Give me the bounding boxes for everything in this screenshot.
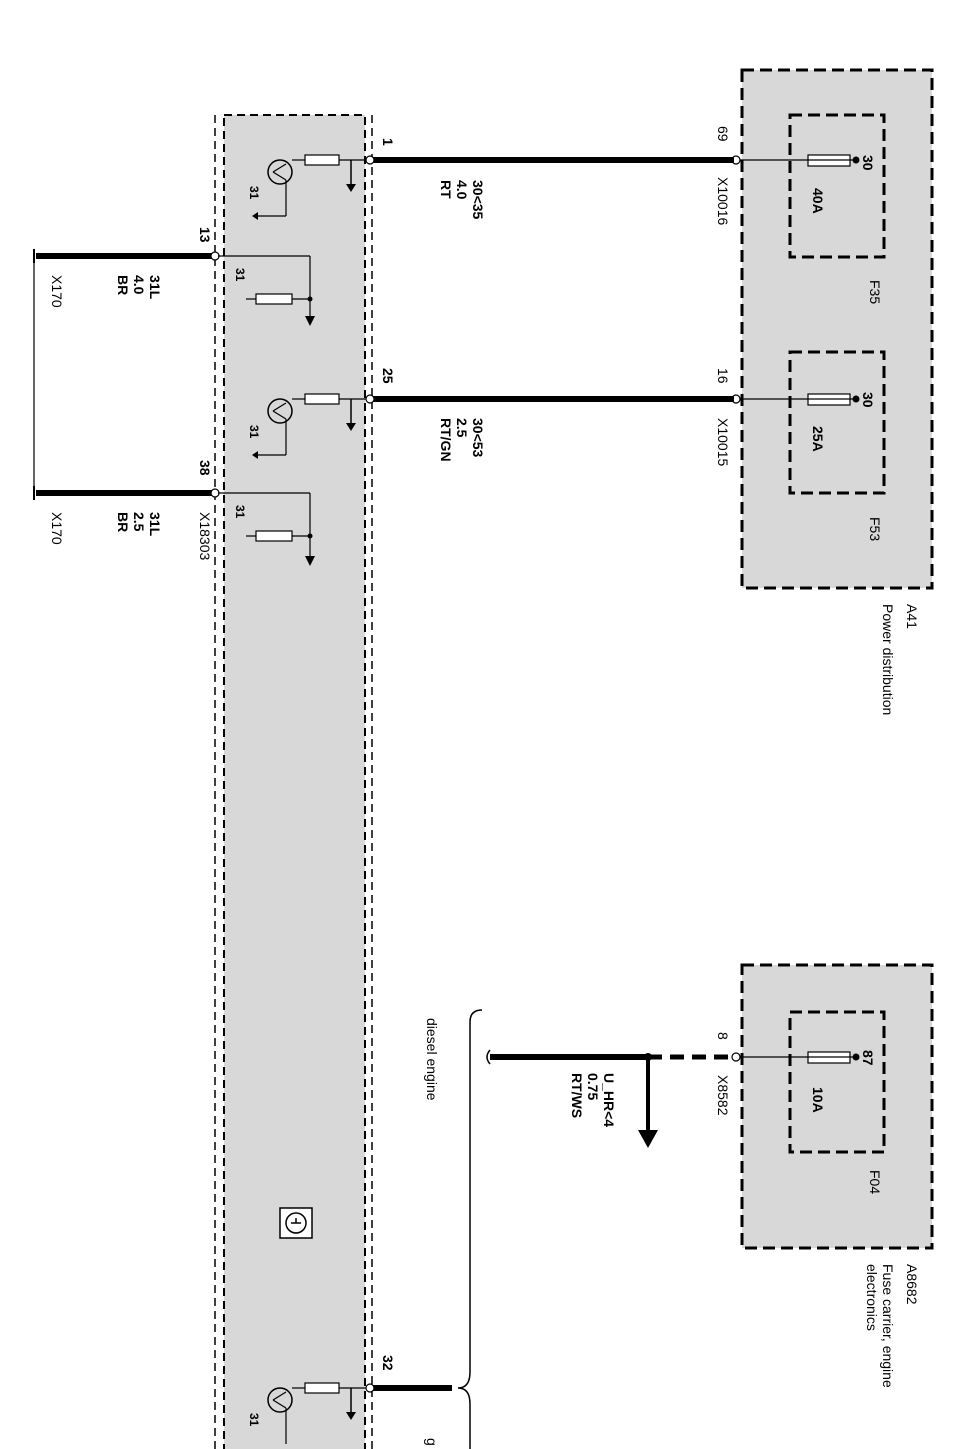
ground-wire-13-x170: X170 — [49, 275, 65, 308]
a8682-description-line1: Fuse carrier, engine — [880, 1264, 896, 1388]
wire-30-53-signal: 30<53 — [470, 418, 486, 458]
f04-rating-label: 10A — [810, 1087, 826, 1113]
module-pin-38-label: 38 — [197, 460, 213, 476]
module-pin-25-label: 25 — [380, 368, 396, 384]
wire-30-53 — [365, 394, 734, 404]
diesel-engine-label: diesel engine — [424, 1018, 440, 1101]
transistor-stage-pin-32 — [267, 1382, 366, 1444]
transistor-stage-pin-1 — [252, 154, 366, 220]
f04-pin-label: 8 — [715, 1032, 731, 1040]
wire-30-53-color: RT/GN — [438, 418, 454, 462]
ground-stage-pin-38 — [218, 492, 315, 566]
wire-u-hr-color: RT/WS — [569, 1073, 585, 1118]
ground-wire-13-gauge: 4.0 — [131, 275, 147, 295]
f53-name-label: F53 — [867, 517, 883, 541]
f04-name-label: F04 — [867, 1170, 883, 1194]
a41-description-label: Power distribution — [880, 604, 896, 715]
f53-rating-label: 25A — [810, 426, 826, 452]
wire-30-35-color: RT — [438, 180, 454, 199]
ground-wire-pin-13 — [33, 249, 220, 263]
wire-u-hr-gauge: 0.75 — [585, 1073, 601, 1100]
transistor-stage-pin-25 — [252, 393, 366, 459]
ground-wire-38-x170: X170 — [49, 512, 65, 545]
f53-connector-label: X10015 — [715, 418, 731, 466]
module-pin-32-label: 32 — [380, 1355, 396, 1371]
module-pin-1-label: 1 — [380, 138, 396, 146]
wire-pin-32 — [365, 1383, 452, 1393]
fuse-f04 — [731, 1010, 886, 1154]
terminal-31-label-e: 31 — [247, 1413, 261, 1427]
ground-wire-38-color: BR — [115, 512, 131, 532]
f35-rating-label: 40A — [810, 188, 826, 214]
module-info-icon — [279, 1207, 313, 1239]
terminal-31-label-b: 31 — [233, 268, 247, 282]
ground-wire-38-signal: 31L — [147, 512, 163, 537]
wire-30-35-gauge: 4.0 — [454, 180, 470, 200]
ground-wire-13-color: BR — [115, 275, 131, 295]
wire-30-53-gauge: 2.5 — [454, 418, 470, 438]
f04-terminal-label: 87 — [860, 1050, 876, 1066]
cut-off-note-label: g — [424, 1438, 440, 1446]
ground-stage-pin-13 — [218, 255, 315, 326]
module-pin-13-label: 13 — [197, 227, 213, 243]
f35-connector-label: X10016 — [715, 177, 731, 225]
f35-name-label: F35 — [867, 280, 883, 304]
wire-30-35 — [365, 155, 734, 165]
ground-wire-13-signal: 31L — [147, 275, 163, 300]
a41-power-distribution-box — [731, 68, 934, 590]
f53-pin-label: 16 — [715, 368, 731, 384]
f04-connector-label: X8582 — [715, 1075, 731, 1116]
terminal-31-label-d: 31 — [233, 505, 247, 519]
terminal-31-label-a: 31 — [247, 186, 261, 200]
wire-u-hr — [486, 1049, 734, 1148]
f53-terminal-label: 30 — [860, 392, 876, 408]
wire-u-hr-signal: U_HR<4 — [601, 1073, 617, 1127]
f35-terminal-label: 30 — [860, 155, 876, 171]
a8682-description-line2: electronics — [864, 1264, 880, 1331]
a41-id-label: A41 — [904, 604, 920, 629]
a8682-id-label: A8682 — [904, 1264, 920, 1305]
f35-pin-label: 69 — [715, 126, 731, 142]
ground-wire-38-x18303: X18303 — [197, 512, 213, 560]
ground-wire-pin-38 — [33, 486, 220, 500]
a8682-fuse-carrier-box — [731, 963, 934, 1250]
wire-30-35-signal: 30<35 — [470, 180, 486, 220]
diesel-engine-brace — [457, 1009, 483, 1449]
control-module-housing — [214, 114, 373, 1449]
terminal-31-label-c: 31 — [247, 425, 261, 439]
ground-wire-38-gauge: 2.5 — [131, 512, 147, 532]
